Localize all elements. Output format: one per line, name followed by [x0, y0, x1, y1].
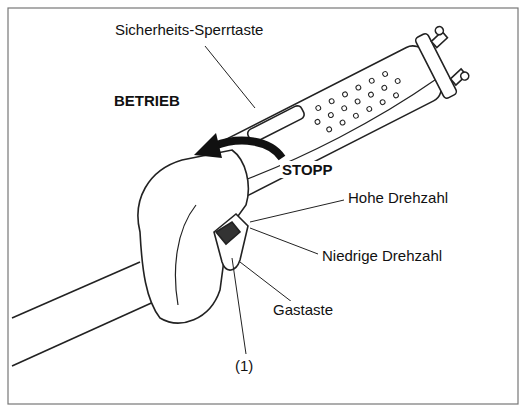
part-label: Gastaste: [271, 301, 335, 318]
callout-number: (1): [233, 357, 255, 374]
throttle-housing: [138, 150, 248, 323]
part-label: Niedrige Drehzahl: [320, 247, 444, 264]
leader-lines: [205, 46, 344, 354]
part-label: Hohe Drehzahl: [346, 189, 450, 206]
throttle-trigger: [214, 214, 248, 270]
mode-label: BETRIEB: [112, 92, 182, 109]
stop-switch: [216, 222, 240, 244]
shaft: [12, 262, 158, 366]
part-label: Sicherheits-Sperrtaste: [113, 21, 265, 38]
direction-arrow: [194, 133, 282, 158]
mode-label: STOPP: [280, 161, 335, 178]
frame: [8, 8, 518, 404]
